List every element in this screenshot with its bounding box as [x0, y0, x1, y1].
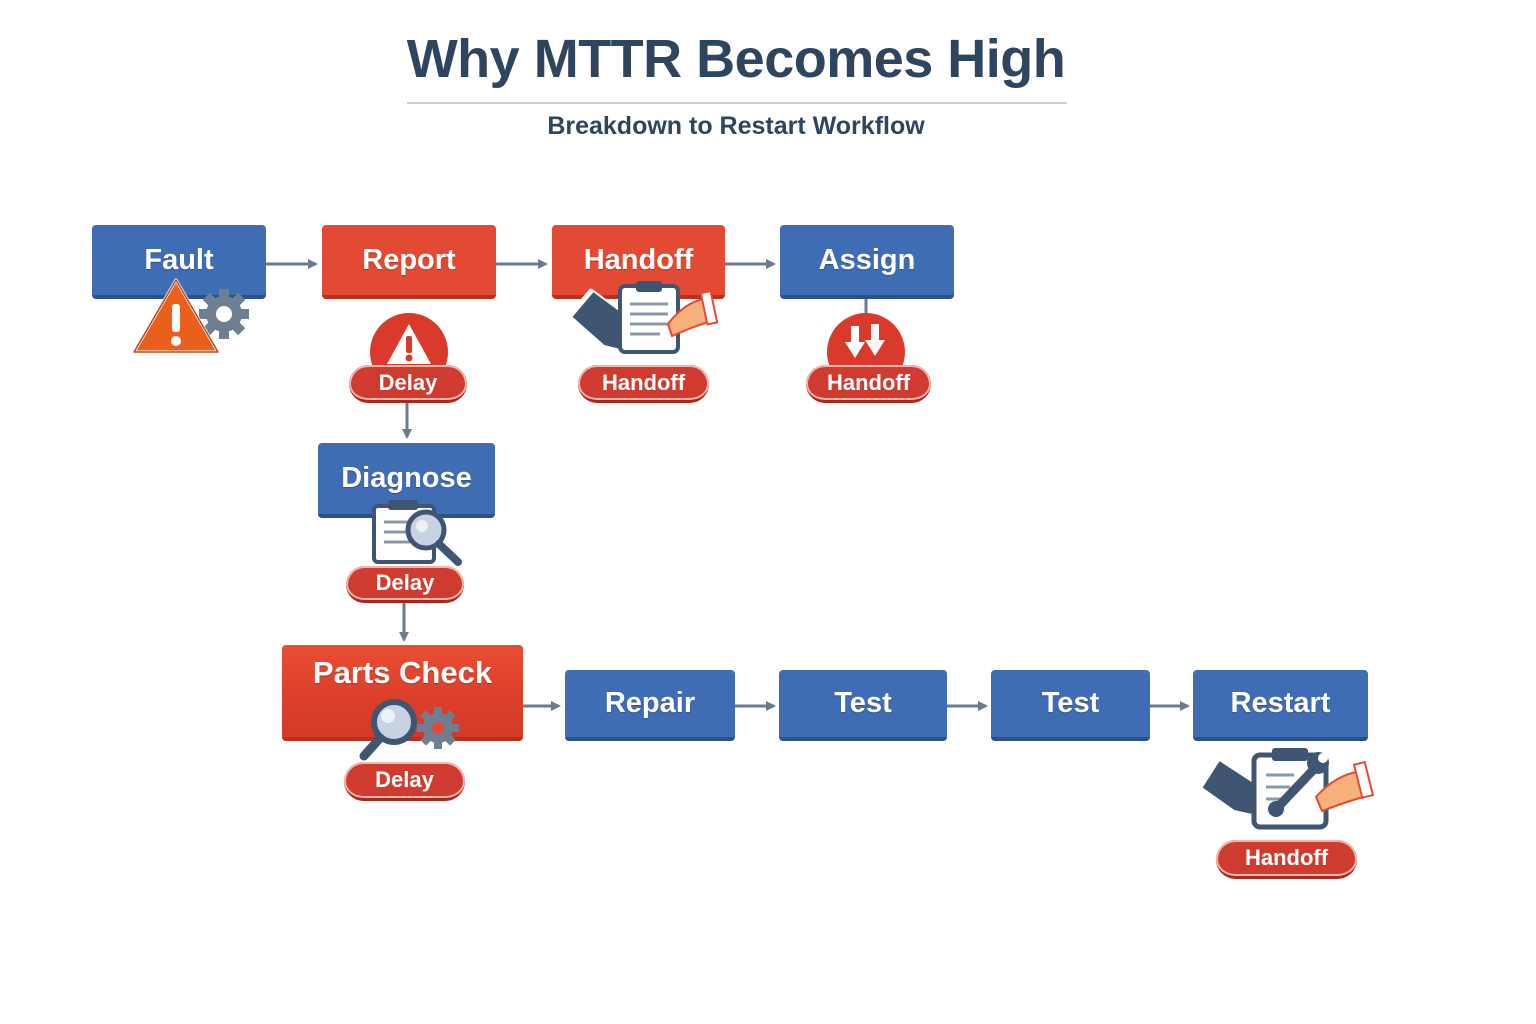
page-title: Why MTTR Becomes High	[406, 29, 1066, 89]
warning-icon	[132, 278, 249, 354]
step-parts-check: Parts Check	[282, 645, 523, 741]
delay-badge-diagnose: Delay	[346, 566, 464, 603]
step-repair: Repair	[565, 670, 735, 741]
handoff-wrench-clipboard-icon	[1198, 748, 1375, 830]
warning-icon	[370, 313, 448, 374]
step-test-2: Test	[991, 670, 1150, 741]
gear-icon	[417, 707, 459, 749]
down-arrows-icon	[827, 313, 905, 374]
handoff-badge-restart: Handoff	[1216, 840, 1357, 879]
delay-badge-report: Delay	[349, 365, 467, 403]
magnifier-icon	[359, 699, 459, 761]
step-restart: Restart	[1193, 670, 1368, 741]
step-test: Test	[779, 670, 947, 741]
page-subtitle: Breakdown to Restart Workflow	[547, 112, 925, 140]
step-assign: Assign	[780, 225, 954, 299]
document-magnifier-icon	[372, 500, 462, 566]
delay-badge-parts-check: Delay	[344, 762, 465, 801]
handoff-badge-assign: Handoff	[806, 365, 931, 403]
handoff-badge-handoff: Handoff	[578, 365, 709, 403]
step-report: Report	[322, 225, 496, 299]
handoff-clipboard-icon	[568, 281, 718, 354]
title-divider	[407, 102, 1067, 104]
